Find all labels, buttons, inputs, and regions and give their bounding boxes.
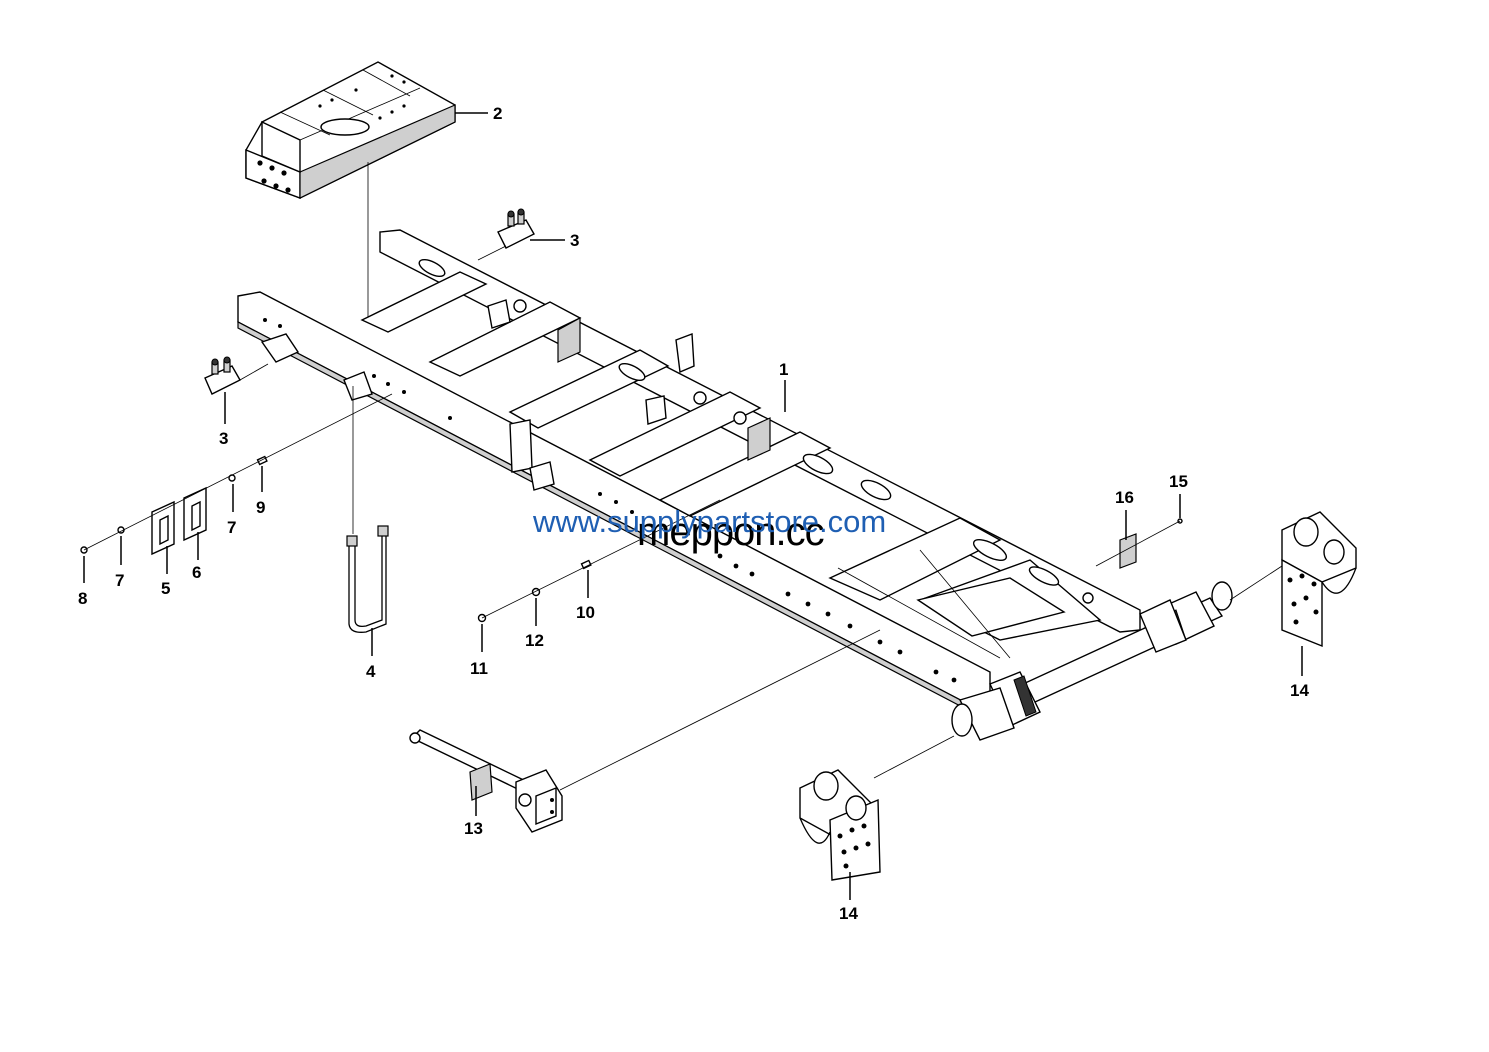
watermark-brand: meppon.cc [637,510,825,554]
callout-11: 11 [470,659,488,678]
part-14-bracket-right [1281,511,1357,648]
parts-5-6-shims [151,486,207,556]
assembly-line-hardware-left [83,393,393,551]
assembly-line-bracket-right [1229,565,1283,601]
rear-axle-assembly [951,581,1233,741]
part-14-bracket-left [799,769,881,881]
callout-1: 1 [779,360,788,379]
callout-13: 13 [464,819,483,838]
part-13-arm [409,729,563,833]
callout-leaders [83,112,1303,900]
callout-16: 16 [1115,488,1134,507]
part-2-cradle [245,61,456,200]
callout-10: 10 [576,603,595,622]
callout-5: 5 [161,579,170,598]
callout-7-left: 7 [115,571,124,590]
callout-2: 2 [493,104,502,123]
assembly-line-bracket-left [873,735,955,779]
assembly-line-arm [559,629,881,791]
callout-6: 6 [192,563,201,582]
hardware-washers-nuts [80,474,541,623]
assembly-line-hardware-mid [481,499,721,619]
watermark-site: www.supplypartstore.com [533,504,887,539]
callout-15: 15 [1169,472,1188,491]
callout-12: 12 [525,631,544,650]
frame-front-rail-holes [263,318,957,683]
part-3-bracket-lower [204,356,241,395]
part-4-u-bolt [346,525,389,633]
part-1-frame [237,229,1141,711]
callout-14-left: 14 [839,904,858,923]
callout-3-lower: 3 [219,429,228,448]
callout-8: 8 [78,589,87,608]
callout-14-right: 14 [1290,681,1309,700]
callout-7-right: 7 [227,518,236,537]
part-3-bracket-upper [497,208,535,249]
callout-9: 9 [256,498,265,517]
assembly-line-bracket-upper [477,245,507,261]
callout-3-upper: 3 [570,231,579,250]
assembly-line-hardware-right [1095,520,1181,567]
assembly-line-bracket-lower [239,363,269,381]
callout-4: 4 [366,662,376,681]
